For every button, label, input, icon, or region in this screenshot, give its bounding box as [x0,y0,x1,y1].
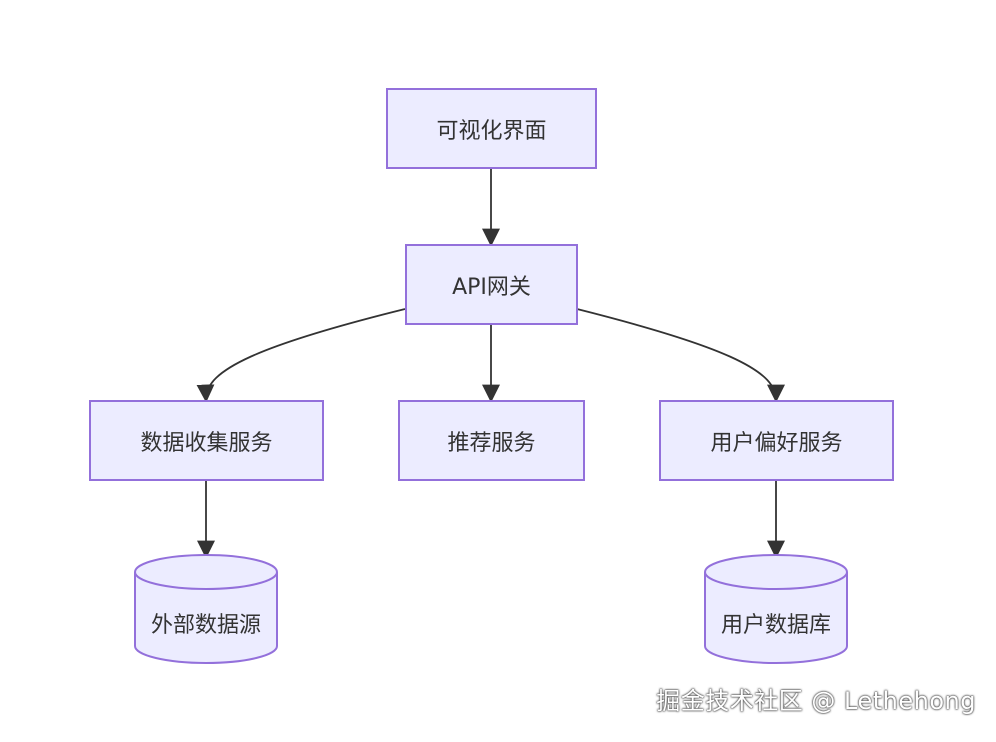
node-user-database: 用户数据库 [705,592,847,654]
node-external-data-source: 外部数据源 [135,592,277,654]
node-label: API网关 [452,274,531,300]
node-api-gateway: API网关 [405,244,578,325]
edge-gateway-to-preference [576,308,785,403]
node-data-collection-service: 数据收集服务 [89,400,324,481]
edge-gateway-to-collector [196,308,406,403]
node-recommendation-service: 推荐服务 [398,400,585,481]
user-database-cylinder [704,554,848,664]
node-visualization-ui: 可视化界面 [386,88,597,169]
node-label: 可视化界面 [436,118,547,144]
node-label: 用户偏好服务 [710,430,843,456]
node-label: 推荐服务 [447,430,536,456]
node-label: 数据收集服务 [140,430,273,456]
node-user-preference-service: 用户偏好服务 [659,400,894,481]
node-label: 用户数据库 [720,613,831,638]
node-label: 外部数据源 [150,613,261,638]
watermark: 掘金技术社区 @ Lethehong [656,687,976,715]
external-data-source-cylinder [134,554,278,664]
